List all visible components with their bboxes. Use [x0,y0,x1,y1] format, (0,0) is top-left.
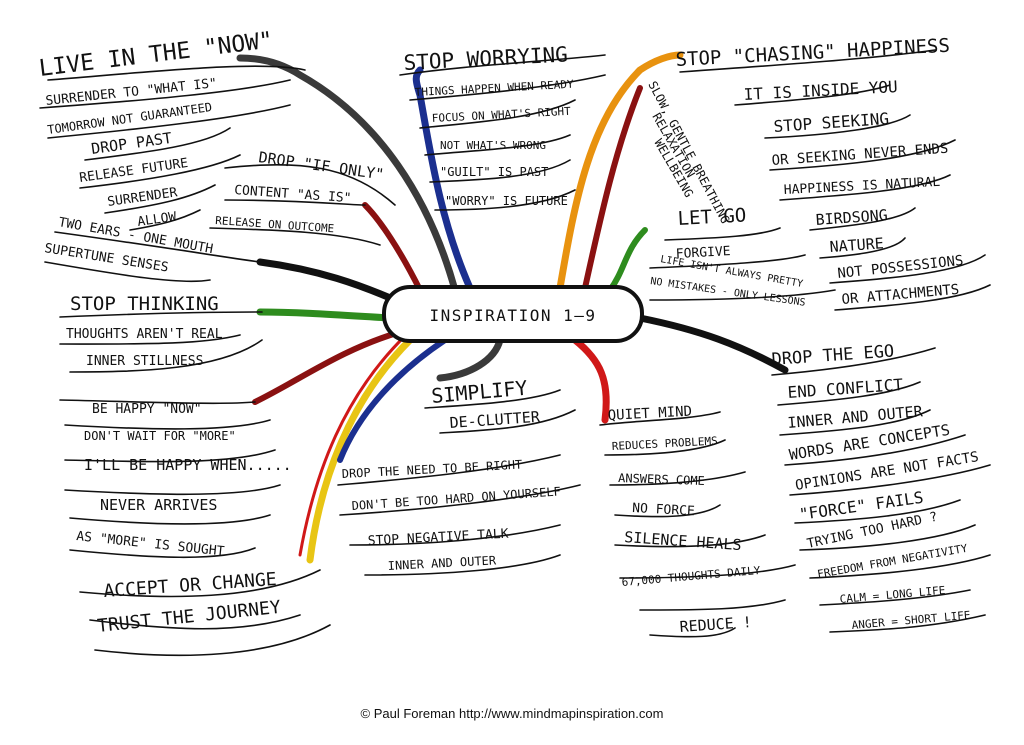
item-as-more-is-sought: AS "MORE" IS SOUGHT [76,529,226,559]
branch-title-drop-if-only: DROP "IF ONLY" [257,148,385,183]
item-stop-negative-talk: STOP NEGATIVE TALK [367,527,509,549]
branch-title-be-happy-now: BE HAPPY "NOW" [92,402,202,417]
branch-line-let-go [607,227,648,293]
item-or-seeking-never-ends: OR SEEKING NEVER ENDS [771,141,949,169]
central-node: INSPIRATION 1—9 [382,285,644,343]
branch-line-drop-need [337,337,448,463]
item-anger-short-life: ANGER = SHORT LIFE [851,609,971,632]
item-calm-long-life: CALM = LONG LIFE [839,584,946,606]
item-allow: ALLOW [136,210,177,230]
item-reduces-problems: REDUCES PROBLEMS [611,434,718,453]
main-branches [236,51,789,564]
item-birdsong: BIRDSONG [815,206,888,229]
item-release-on-outcome: RELEASE ON OUTCOME [215,214,335,235]
item-focus-on-whats-right: FOCUS ON WHAT'S RIGHT [431,105,571,125]
item-nature: NATURE [829,234,884,256]
item-thoughts-arent-real: THOUGHTS AREN'T REAL [66,327,223,342]
item-things-happen-when-ready: THINGS HAPPEN WHEN READY [414,78,574,99]
item-end-conflict: END CONFLICT [787,375,904,402]
item-worry-is-future: "WORRY" IS FUTURE [445,194,568,208]
item-ill-be-happy-when: I'LL BE HAPPY WHEN..... [84,456,292,474]
item-content-as-is: CONTENT "AS IS" [234,183,352,206]
item-trust-the-journey: TRUST THE JOURNEY [96,597,282,637]
item-de-clutter: DE-CLUTTER [449,408,541,432]
branch-line-two-ears [256,258,399,304]
item-inner-stillness: INNER STILLNESS [86,354,203,369]
branch-title-let-go: LET GO [677,204,747,230]
branch-line-quiet-mind [571,336,610,424]
item-67000-thoughts-daily: 67,000 THOUGHTS DAILY [621,564,761,589]
branch-title-quiet-mind: QUIET MIND [607,404,692,424]
underline-strokes [39,49,991,657]
branch-title-drop-the-ego: DROP THE EGO [771,341,895,370]
branch-title-stop-chasing: STOP "CHASING" HAPPINESS [675,35,950,71]
item-no-force: NO FORCE [632,501,695,519]
branch-line-breathing [582,85,643,291]
item-happiness-is-natural: HAPPINESS IS NATURAL [783,175,940,198]
item-answers-come: ANSWERS COME [618,471,705,488]
item-reduce: REDUCE ! [679,613,752,636]
item-dont-be-too-hard: DON'T BE TOO HARD ON YOURSELF [351,484,561,513]
item-not-whats-wrong: NOT WHAT'S WRONG [440,139,546,152]
branch-line-simplify [436,336,504,382]
central-title: INSPIRATION 1—9 [430,306,597,325]
branch-title-stop-thinking: STOP THINKING [70,293,219,315]
branch-line-stop-chasing [556,51,684,292]
item-forgive: FORGIVE [675,244,731,262]
branch-line-stop-thinking [256,308,394,322]
branch-title-drop-the-need: DROP THE NEED TO BE RIGHT [341,458,522,481]
item-inner-and-outer-need: INNER AND OUTER [387,553,497,573]
item-dont-wait-for-more: DON'T WAIT FOR "MORE" [84,429,236,443]
branch-line-stop-worrying [412,66,474,292]
item-silence-heals: SILENCE HEALS [624,528,742,554]
branch-line-drop-ego [636,314,789,374]
item-guilt-is-past: "GUILT" IS PAST [440,165,548,179]
item-it-is-inside-you: IT IS INSIDE YOU [743,77,898,104]
item-stop-seeking: STOP SEEKING [773,109,890,136]
item-never-arrives: NEVER ARRIVES [100,496,217,514]
branch-title-stop-worrying: STOP WORRYING [403,42,568,75]
branch-line-accept [306,336,414,564]
branch-line-live-now [236,54,459,294]
copyright-credit: © Paul Foreman http://www.mindmapinspira… [360,706,664,721]
item-not-possessions: NOT POSSESSIONS [837,253,964,282]
branch-line-be-happy [252,329,403,405]
branch-title-live-in-the-now: LIVE IN THE "NOW" [38,27,275,81]
branch-line-drop-if-only [362,202,423,293]
branch-line-accept-red [298,334,407,557]
